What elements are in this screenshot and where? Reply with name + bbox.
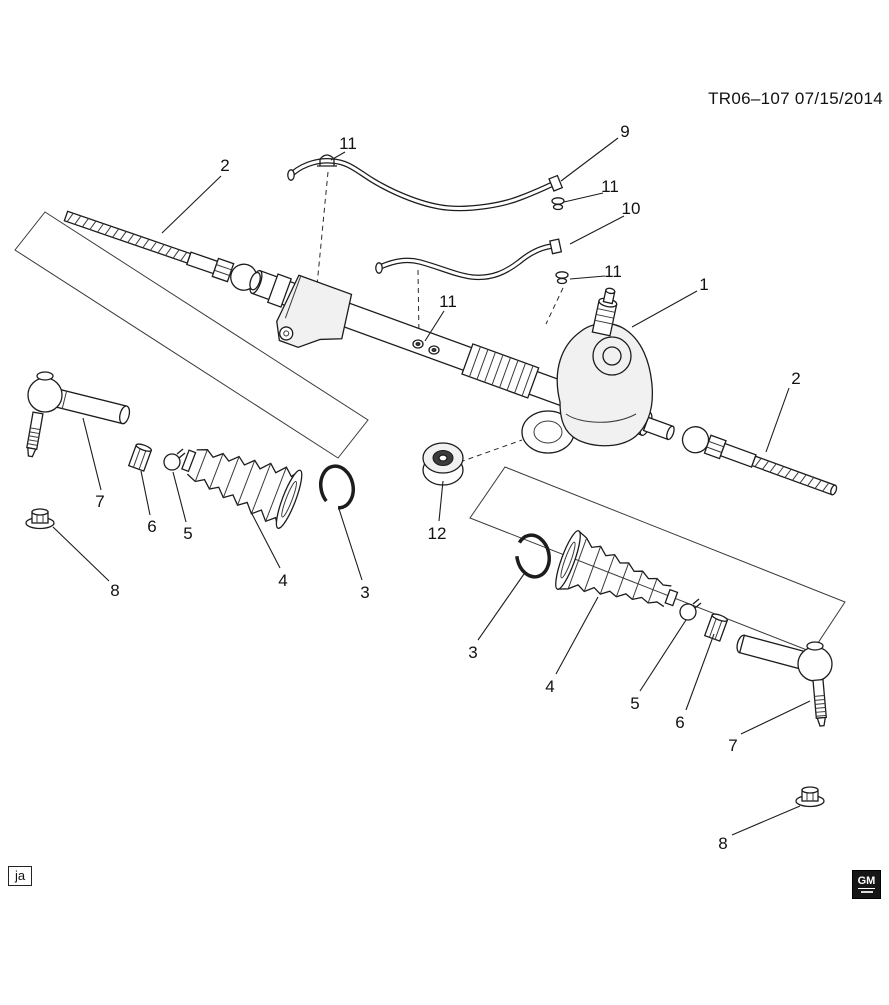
- callout-1: 1: [631, 275, 709, 328]
- jam-nut-left: [127, 443, 153, 472]
- callout-label: 2: [791, 369, 800, 388]
- pressure-pipe: [287, 158, 564, 212]
- boot-clamp-left: [163, 448, 186, 471]
- callout-11-top: 11: [330, 134, 357, 161]
- inner-tie-rod-left: [63, 210, 261, 291]
- callout-label: 11: [601, 177, 619, 196]
- steering-boot-left: [181, 449, 303, 529]
- callout-6-left: 6: [140, 470, 157, 536]
- boot-clamp-right: [679, 598, 702, 621]
- callout-label: 9: [620, 122, 629, 141]
- pipe-grommet-upper: [551, 197, 565, 211]
- language-tag-label: ja: [15, 868, 26, 883]
- inner-tie-rod-right: [681, 426, 838, 496]
- callout-label: 11: [604, 262, 622, 281]
- callout-label: 10: [622, 199, 641, 218]
- callout-label: 6: [675, 713, 684, 732]
- callout-label: 4: [545, 677, 554, 696]
- callout-11-upper-right: 11: [563, 177, 619, 203]
- callout-label: 3: [468, 643, 477, 662]
- outer-tie-rod-right: [736, 634, 833, 727]
- group-outline-left: [14, 211, 369, 459]
- callout-label: 1: [699, 275, 708, 294]
- ball-stud-left: [26, 411, 44, 458]
- callout-label: 5: [630, 694, 639, 713]
- callout-2-right: 2: [765, 369, 801, 453]
- callout-2-left: 2: [161, 156, 230, 234]
- language-tag: ja: [8, 866, 33, 886]
- callout-8-right: 8: [718, 805, 801, 853]
- steering-boot-right: [555, 530, 679, 608]
- callout-label: 7: [728, 736, 737, 755]
- callout-4-left: 4: [250, 511, 288, 590]
- callout-label: 11: [339, 134, 357, 153]
- tie-rod-nut-left: [25, 508, 55, 530]
- callout-10: 10: [569, 199, 641, 245]
- callout-label: 4: [278, 571, 287, 590]
- callout-label: 11: [439, 292, 457, 311]
- callout-7-right: 7: [728, 700, 811, 755]
- tie-rod-nut-right: [795, 786, 825, 808]
- steering-gear-assembly: [249, 269, 675, 454]
- input-shaft: [591, 287, 618, 337]
- pipe-port-grommets: [412, 339, 440, 355]
- callout-label: 7: [95, 492, 104, 511]
- callout-4-right: 4: [545, 596, 599, 696]
- callout-5-right: 5: [630, 619, 687, 713]
- outer-tie-rod-left: [26, 371, 131, 458]
- callout-label: 3: [360, 583, 369, 602]
- return-pipe: [375, 238, 563, 281]
- callout-label: 6: [147, 517, 156, 536]
- callout-3-right: 3: [468, 573, 525, 662]
- callout-11-center: 11: [424, 292, 457, 342]
- callout-12: 12: [428, 480, 447, 543]
- gm-logo-bar: [860, 891, 873, 893]
- callout-11-lower-right: 11: [569, 262, 622, 281]
- callout-8-left: 8: [52, 526, 120, 600]
- mount-bushing: [422, 442, 464, 486]
- group-outline-right: [469, 466, 846, 653]
- pipe-grommet-lower: [555, 271, 569, 285]
- callout-label: 5: [183, 524, 192, 543]
- jam-nut-right: [703, 613, 729, 642]
- callout-label: 12: [428, 524, 447, 543]
- boot-retaining-ring-right: [515, 533, 551, 579]
- callout-7-left: 7: [82, 417, 105, 511]
- drawing-title: TR06–107 07/15/2014: [708, 89, 883, 108]
- ball-stud-right: [812, 678, 827, 727]
- callout-3-left: 3: [338, 508, 370, 602]
- callout-5-left: 5: [172, 471, 193, 543]
- callout-label: 2: [220, 156, 229, 175]
- gm-logo: GM: [852, 870, 881, 899]
- boot-retaining-ring-left: [319, 464, 355, 510]
- pipe-clip: [317, 154, 337, 167]
- callout-label: 8: [718, 834, 727, 853]
- callout-6-right: 6: [675, 633, 715, 732]
- callout-label: 8: [110, 581, 119, 600]
- gm-logo-text: GM: [857, 875, 876, 889]
- callout-9: 9: [560, 122, 630, 182]
